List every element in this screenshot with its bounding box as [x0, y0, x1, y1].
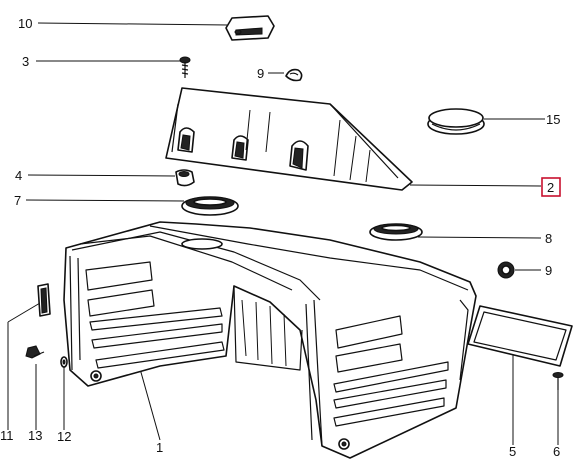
callout-15: 15	[546, 112, 560, 127]
part-1	[63, 221, 477, 459]
rubber-bushing-icon	[175, 169, 195, 187]
part-6	[552, 372, 564, 390]
part-9-right	[497, 261, 515, 279]
part-11	[37, 283, 51, 317]
callout-13: 13	[28, 428, 42, 443]
part-10	[225, 15, 275, 41]
callout-6: 6	[553, 444, 560, 459]
transparent-windscreen-panel-icon	[165, 87, 413, 191]
bolt-icon	[25, 345, 45, 359]
callout-8: 8	[545, 231, 552, 246]
rear-fender-housing-icon	[63, 221, 477, 459]
rubber-grommet-ring-icon	[181, 196, 239, 216]
callout-9-top: 9	[257, 66, 264, 81]
small-screw-icon	[552, 372, 564, 390]
part-2	[165, 87, 413, 191]
callout-7: 7	[14, 193, 21, 208]
callout-1: 1	[156, 440, 163, 455]
screw-icon	[179, 56, 191, 78]
part-3	[179, 56, 191, 78]
callout-11: 11	[0, 428, 14, 443]
part-7	[181, 196, 239, 216]
callout-2: 2	[547, 180, 554, 195]
part-8	[369, 223, 423, 241]
cap-plug-icon	[427, 108, 485, 135]
callout-labels: 10 3 9 15 4 2 7 8 9 11 13 12 1 5 6	[0, 16, 560, 459]
rubber-bumper-pad-icon	[225, 15, 275, 41]
part-9-top	[285, 68, 303, 82]
clip-icon	[37, 283, 51, 317]
callout-9-right: 9	[545, 263, 552, 278]
part-4	[175, 169, 195, 187]
part-5	[467, 305, 573, 367]
callout-12: 12	[57, 429, 71, 444]
side-cover-plate-icon	[467, 305, 573, 367]
callout-10: 10	[18, 16, 32, 31]
callout-5: 5	[509, 444, 516, 459]
highlight-box	[541, 177, 561, 197]
callout-4: 4	[15, 168, 22, 183]
rubber-plug-icon	[285, 68, 303, 82]
part-13	[25, 345, 45, 359]
rubber-plug-icon	[497, 261, 515, 279]
part-15	[427, 108, 485, 135]
callout-3: 3	[22, 54, 29, 69]
washer-icon	[60, 356, 68, 368]
rubber-grommet-ring-icon	[369, 223, 423, 241]
leader-lines	[7, 22, 559, 445]
part-12	[60, 356, 68, 368]
